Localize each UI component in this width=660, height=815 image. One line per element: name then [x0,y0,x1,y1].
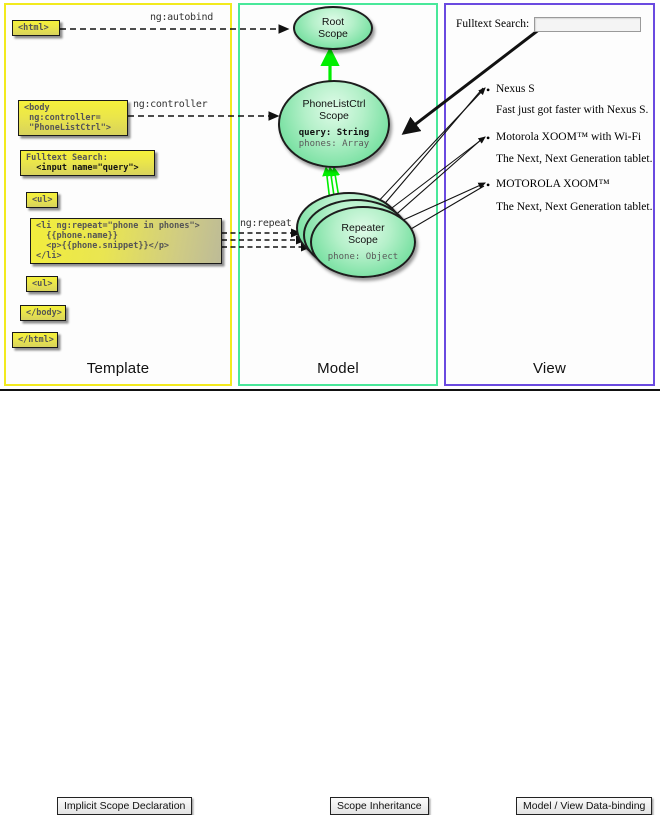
view-content: Fulltext Search: • Nexus S Fast just got… [444,3,655,386]
scope-phonelistctrl-title1: PhoneListCtrl [302,98,366,110]
label-ng-autobind: ng:autobind [150,12,213,23]
view-item-name: MOTOROLA XOOM™ [496,178,610,190]
code-box-li-repeat: <li ng:repeat="phone in phones"> {{phone… [30,218,222,264]
legend-label-model-view-data-binding: Model / View Data-binding [516,797,653,815]
scope-repeater-title1: Repeater [341,221,385,234]
scope-phonelistctrl-prop-query: query: String [298,128,370,138]
scope-repeater-prop-phone: phone: Object [327,251,399,262]
search-input[interactable] [534,17,642,32]
view-search-row: Fulltext Search: [456,17,642,32]
scope-repeater-title2: Scope [348,233,378,246]
label-ng-repeat: ng:repeat [240,218,292,229]
legend: Implicit Scope Declaration Scope Inherit… [0,392,660,815]
view-item-name: Nexus S [496,83,535,95]
panel-model-label: Model [317,360,359,377]
scope-root-title1: Root [321,16,345,28]
scope-phonelistctrl-prop-phones: phones: Array [298,139,370,149]
list-bullet: • [486,83,491,97]
view-item-name: Motorola XOOM™ with Wi-Fi [496,131,642,143]
scope-phonelistctrl-title2: Scope [319,110,349,122]
code-box-ul-close: <ul> [26,276,58,292]
scope-root: Root Scope [293,6,373,50]
panel-template-label: Template [86,360,150,377]
view-item-desc: The Next, Next Generation tablet. [496,153,653,165]
panel-view-label: View [532,360,567,377]
fulltext-search-code: <input name="query"> [36,163,139,173]
fulltext-search-label: Fulltext Search: [26,153,108,163]
view-item-desc: The Next, Next Generation tablet. [496,201,653,213]
scope-phonelistctrl: PhoneListCtrl Scope query: String phones… [278,80,390,168]
code-box-html-open: <html> [12,20,60,36]
diagram-canvas: Template Model View [0,3,660,815]
code-box-ul-open: <ul> [26,192,58,208]
code-box-fulltext-search: Fulltext Search: <input name="query"> [20,150,155,176]
label-ng-controller: ng:controller [133,99,208,110]
code-box-body-controller: <body ng:controller= "PhoneListCtrl"> [18,100,128,136]
scope-root-title2: Scope [318,28,348,40]
view-search-label: Fulltext Search: [456,18,530,31]
code-box-body-close: </body> [20,305,66,321]
legend-label-implicit-scope-declaration: Implicit Scope Declaration [57,797,193,815]
legend-label-scope-inheritance: Scope Inheritance [330,797,429,815]
legend-divider [0,389,660,391]
list-bullet: • [486,131,491,145]
list-bullet: • [486,178,491,192]
scope-repeater: Repeater Scope phone: Object [310,206,416,278]
view-item-desc: Fast just got faster with Nexus S. [496,104,649,116]
code-box-html-close: </html> [12,332,58,348]
